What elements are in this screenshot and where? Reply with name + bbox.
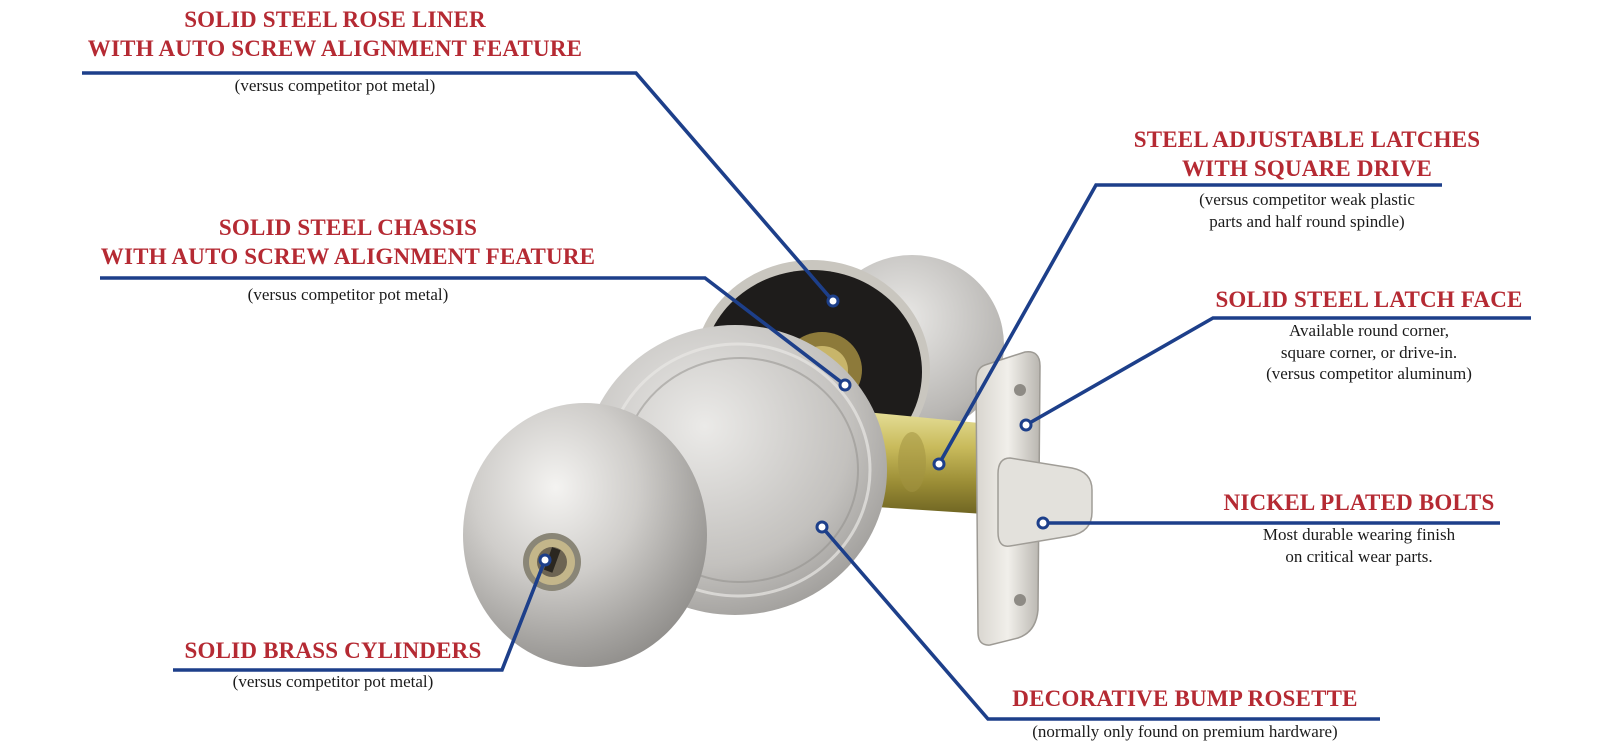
leader-line-cylinders [173, 559, 547, 672]
pointer-dot-cylinders [538, 553, 552, 567]
callout-note: Available round corner, [1289, 321, 1449, 340]
callout-note: (versus competitor pot metal) [232, 672, 434, 691]
pointer-dot-bolts [1036, 516, 1050, 530]
leader-line-rosette [820, 525, 1380, 721]
callout-title: WITH AUTO SCREW ALIGNMENT FEATURE [100, 244, 596, 269]
callout-title: DECORATIVE BUMP ROSETTE [1012, 686, 1358, 711]
leader-line-chassis [100, 276, 847, 387]
leader-line-latch-face [1025, 316, 1531, 427]
callout-title: SOLID STEEL CHASSIS [218, 215, 478, 240]
pointer-dot-chassis [838, 378, 852, 392]
callout-title: NICKEL PLATED BOLTS [1223, 490, 1495, 515]
callout-chassis: SOLID STEEL CHASSIS WITH AUTO SCREW ALIG… [88, 213, 608, 306]
pointer-dot-rosette [815, 520, 829, 534]
callout-bolts: NICKEL PLATED BOLTS Most durable wearing… [1218, 488, 1500, 567]
callout-note: square corner, or drive-in. [1280, 342, 1458, 362]
latch-bolt [997, 457, 1093, 547]
callout-note: (versus competitor pot metal) [234, 76, 436, 95]
callout-note: (versus competitor pot metal) [247, 285, 449, 304]
callout-title: SOLID STEEL LATCH FACE [1215, 287, 1523, 312]
callout-note: (normally only found on premium hardware… [1032, 722, 1338, 741]
pointer-dot-rose-liner [826, 294, 840, 308]
front-knob [463, 403, 707, 667]
callout-title: SOLID STEEL ROSE LINER [184, 7, 486, 32]
callout-note: (versus competitor weak plastic [1199, 190, 1415, 209]
leader-lines [82, 71, 1531, 721]
pointer-dots [538, 294, 1050, 567]
key-cylinder [523, 533, 581, 591]
callout-title: SOLID BRASS CYLINDERS [184, 638, 482, 663]
callout-title: WITH AUTO SCREW ALIGNMENT FEATURE [87, 36, 583, 61]
callout-note: Most durable wearing finish [1262, 525, 1456, 544]
callout-rose-liner: SOLID STEEL ROSE LINER WITH AUTO SCREW A… [75, 5, 595, 97]
callout-note: (versus competitor aluminum) [1266, 364, 1472, 383]
callout-latches: STEEL ADJUSTABLE LATCHES WITH SQUARE DRI… [1122, 125, 1492, 232]
callout-note: parts and half round spindle) [1209, 211, 1405, 231]
leader-line-rose-liner [82, 71, 835, 303]
leader-line-latches [937, 183, 1442, 465]
callout-title: WITH SQUARE DRIVE [1181, 156, 1433, 181]
callout-note: on critical wear parts. [1285, 546, 1433, 566]
pointer-dot-latches [932, 457, 946, 471]
callout-title: STEEL ADJUSTABLE LATCHES [1133, 127, 1481, 152]
callout-cylinders: SOLID BRASS CYLINDERS (versus competitor… [173, 636, 493, 693]
callout-latch-face: SOLID STEEL LATCH FACE Available round c… [1208, 285, 1530, 385]
pointer-dot-latch-face [1019, 418, 1033, 432]
callout-rosette: DECORATIVE BUMP ROSETTE (normally only f… [990, 684, 1380, 743]
